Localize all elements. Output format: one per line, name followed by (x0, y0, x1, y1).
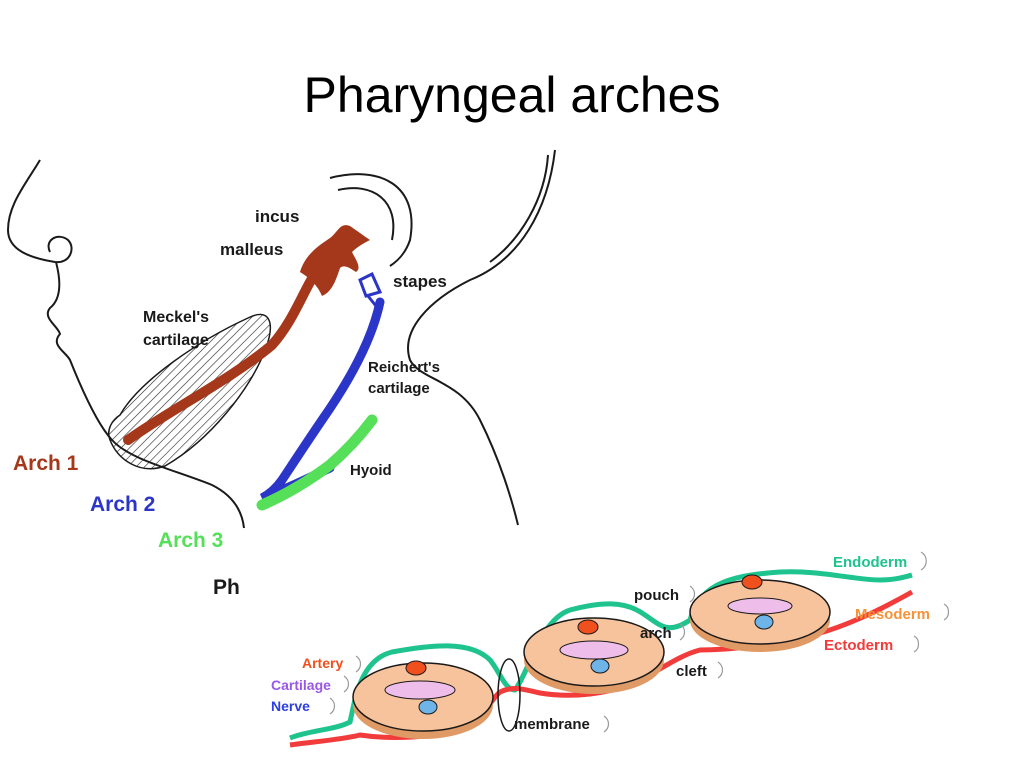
meckels-label-line2: cartilage (143, 332, 209, 349)
face-profile (6, 159, 245, 529)
arch3-label: Arch 3 (158, 529, 223, 552)
label-brackets (329, 551, 950, 733)
endoderm-line (289, 569, 913, 741)
membrane-outline (497, 658, 521, 732)
cleft-label: cleft (676, 663, 707, 680)
membrane-label: membrane (514, 716, 590, 733)
reicherts-label-line1: Reichert's (368, 359, 440, 376)
arch1-label: Arch 1 (13, 452, 79, 475)
neck-line-back (407, 149, 556, 526)
artery-label: Artery (302, 655, 343, 671)
slide-title: Pharyngeal arches (303, 67, 721, 123)
arch3-hyoid (256, 414, 378, 511)
ph-label: Ph (213, 576, 240, 599)
arch-label: arch (640, 625, 672, 642)
endoderm-label: Endoderm (833, 554, 907, 571)
stapes-shape (358, 271, 383, 307)
malleus-incus (300, 225, 370, 296)
section-arch-2 (523, 617, 665, 694)
section-arch-1 (352, 660, 494, 739)
cartilage-label: Cartilage (271, 677, 331, 693)
stapes-label: stapes (393, 272, 447, 291)
meckels-label-line1: Meckel's (143, 309, 209, 326)
ear-inner (337, 187, 395, 241)
ear-outer (329, 173, 413, 267)
nerve-label: Nerve (271, 698, 310, 714)
incus-label: incus (255, 207, 299, 226)
malleus-label: malleus (220, 240, 283, 259)
neck-line-inner (489, 154, 549, 263)
section-arch-3 (689, 574, 831, 652)
reicherts-label-line2: cartilage (368, 380, 430, 397)
ectoderm-label: Ectoderm (824, 637, 893, 654)
arch2-label: Arch 2 (90, 493, 155, 516)
hyoid-label: Hyoid (350, 462, 392, 479)
pouch-label: pouch (634, 587, 679, 604)
mesoderm-label: Mesoderm (855, 606, 930, 623)
